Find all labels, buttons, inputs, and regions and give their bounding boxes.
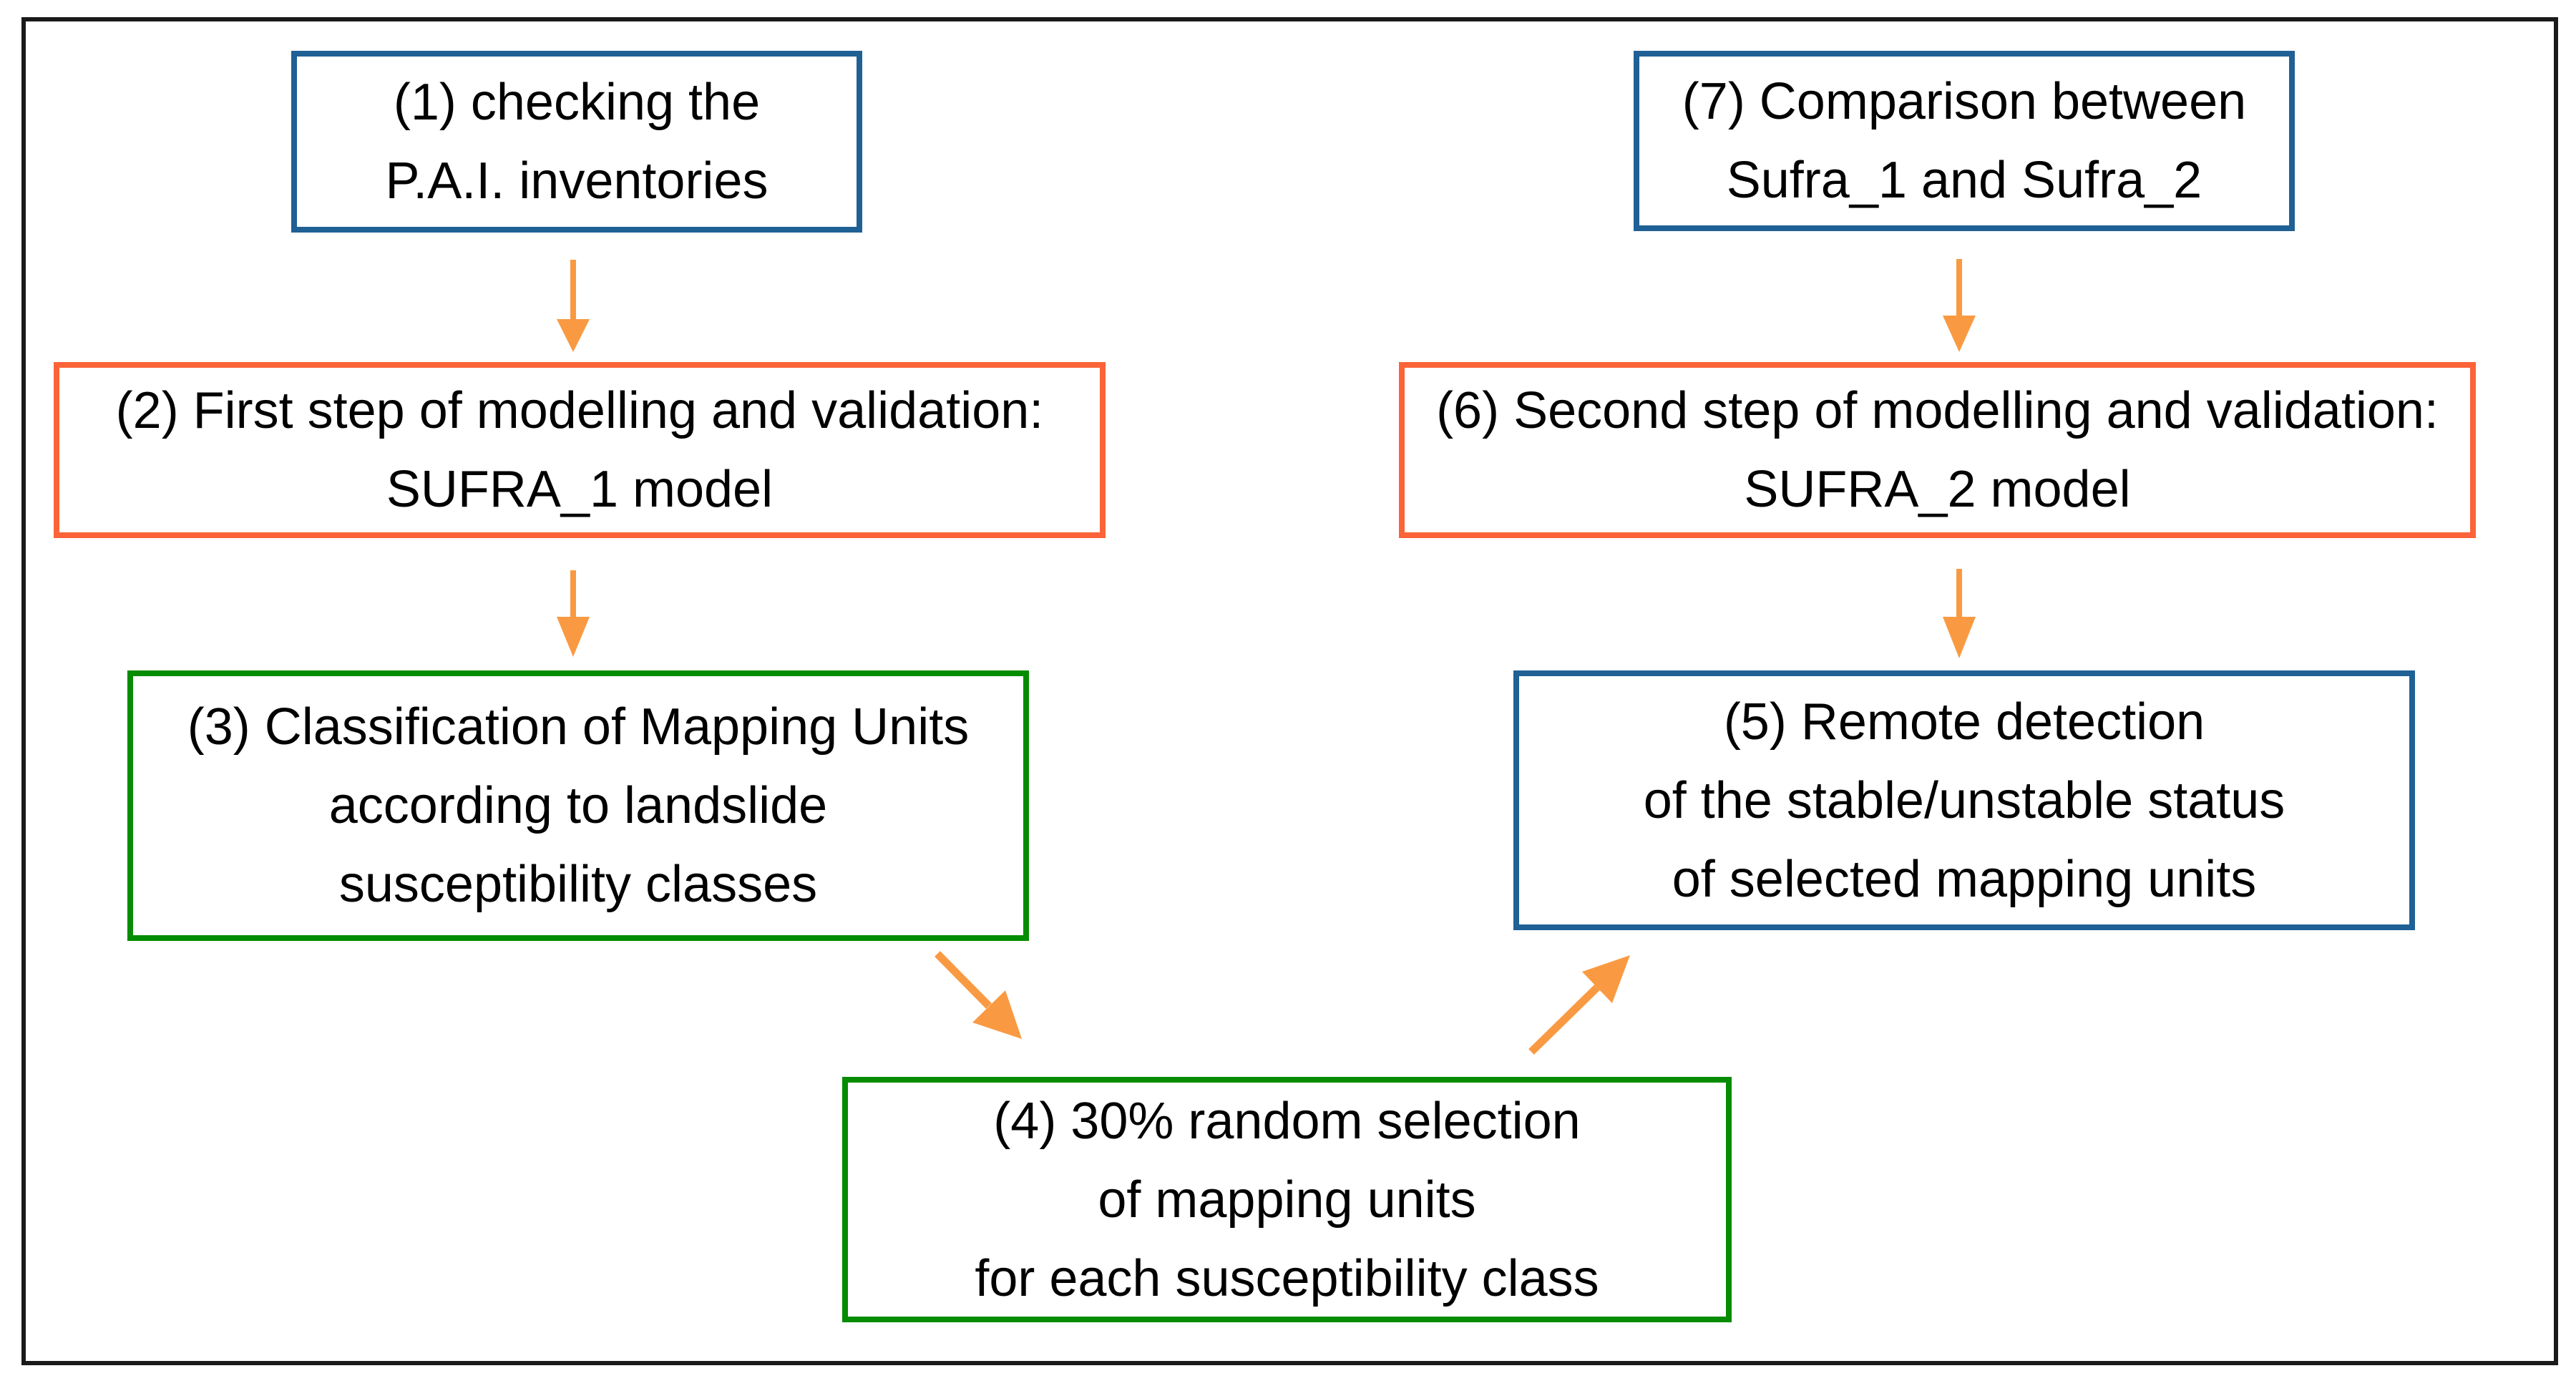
step-7-box: (7) Comparison between Sufra_1 and Sufra… [1634,51,2295,231]
step-1-box: (1) checking the P.A.I. inventories [291,51,862,233]
step-3-box: (3) Classification of Mapping Units acco… [127,670,1029,941]
step-4-box: (4) 30% random selection of mapping unit… [842,1077,1732,1322]
step-2-box: (2) First step of modelling and validati… [54,362,1106,538]
step-5-box: (5) Remote detection of the stable/unsta… [1513,670,2415,930]
step-6-box: (6) Second step of modelling and validat… [1399,362,2476,538]
